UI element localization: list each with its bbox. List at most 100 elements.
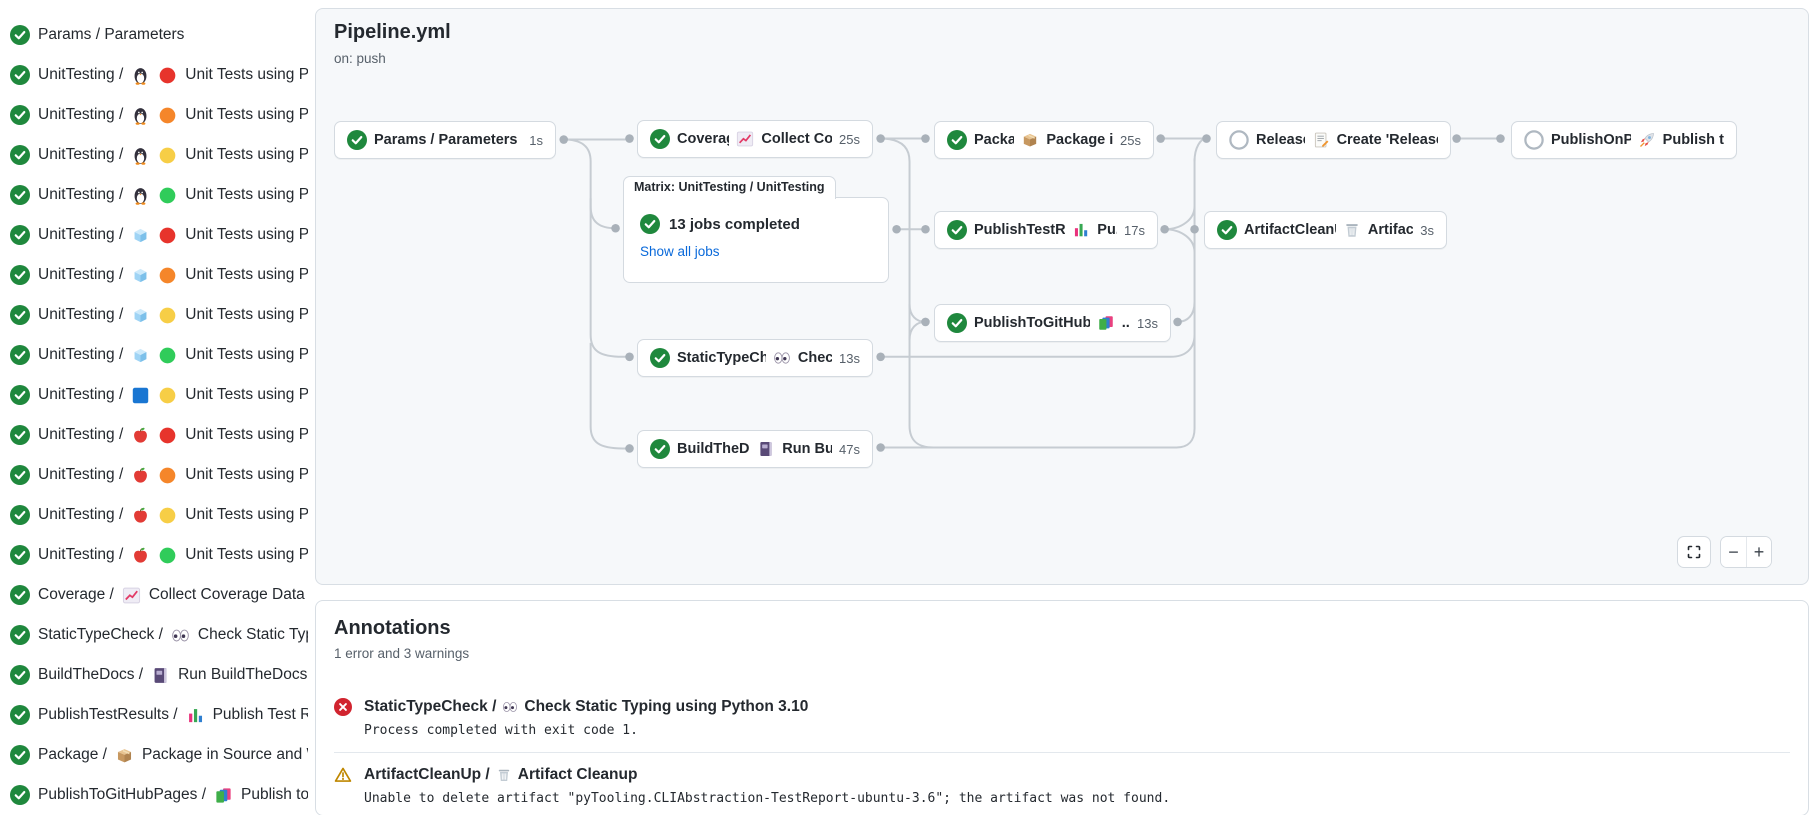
node-step-text: Run Buil...	[782, 441, 832, 457]
status-success-icon	[10, 705, 30, 725]
status-success-icon	[947, 130, 967, 150]
blue-square-icon	[131, 386, 150, 405]
graph-node-coverage[interactable]: Coverage /Collect Cove...25s	[637, 120, 873, 158]
memo-icon	[1312, 131, 1330, 149]
status-success-icon	[10, 225, 30, 245]
job-list-item[interactable]: UnitTesting /Unit Tests using Pyth...	[0, 295, 308, 335]
step-label: Unit Tests using Pyth...	[185, 106, 308, 123]
step-label: Unit Tests using Pyth...	[185, 226, 308, 243]
apple-icon	[131, 466, 150, 485]
job-list-item[interactable]: UnitTesting / Unit Tests using Pyth...	[0, 55, 308, 95]
status-error-icon	[334, 698, 352, 716]
step-label: Run BuildTheDocs	[178, 666, 308, 683]
job-list-item[interactable]: UnitTesting /Unit Tests using Pyth...	[0, 375, 308, 415]
show-all-jobs-link[interactable]: Show all jobs	[640, 244, 720, 259]
job-list-item[interactable]: PublishToGitHubPages /Publish to G...	[0, 775, 308, 815]
node-duration: 13s	[839, 350, 860, 366]
graph-node-statictypecheck[interactable]: StaticTypeCheck /Chec...13s	[637, 339, 873, 377]
step-label: Unit Tests using Pyth...	[185, 346, 308, 363]
job-label: UnitTesting /	[38, 146, 124, 163]
books-icon	[1097, 314, 1115, 332]
node-duration: 47s	[839, 441, 860, 457]
graph-node-release[interactable]: Release /Create 'Release P...	[1216, 121, 1451, 159]
books-icon	[214, 786, 233, 805]
matrix-group-node[interactable]: 13 jobs completed Show all jobs	[623, 197, 889, 283]
job-label: Params / Parameters	[38, 26, 185, 43]
job-list-item[interactable]: UnitTesting /Unit Tests using Pyth...	[0, 95, 308, 135]
status-skipped-icon	[1229, 130, 1249, 150]
job-list-item[interactable]: UnitTesting /Unit Tests using Pyth...	[0, 335, 308, 375]
step-label: Unit Tests using Pyth...	[185, 186, 308, 203]
status-success-icon	[1217, 220, 1237, 240]
job-list-item[interactable]: UnitTesting /Unit Tests using Pyth...	[0, 495, 308, 535]
job-list-item[interactable]: UnitTesting /Unit Tests using Pyth...	[0, 215, 308, 255]
job-list-item[interactable]: UnitTesting /Unit Tests using Pyth...	[0, 535, 308, 575]
job-list-item[interactable]: UnitTesting /Unit Tests using Pyth...	[0, 415, 308, 455]
graph-edges	[559, 134, 1505, 453]
node-step-text: Publish to ...	[1662, 132, 1724, 148]
step-label: Unit Tests using Pyth...	[185, 426, 308, 443]
job-list-item[interactable]: BuildTheDocs /Run BuildTheDocs	[0, 655, 308, 695]
job-label: UnitTesting /	[38, 186, 124, 203]
graph-node-publishtestresults[interactable]: PublishTestResults /Pu...17s	[934, 211, 1158, 249]
ice-icon	[131, 346, 150, 365]
status-success-icon	[10, 425, 30, 445]
status-warning-icon	[334, 766, 352, 784]
step-label: Unit Tests using Pyth...	[185, 66, 308, 83]
graph-node-buildthedocs[interactable]: BuildTheDocs /Run Buil...47s	[637, 430, 873, 468]
job-list-item[interactable]: UnitTesting / Unit Tests using Pyth...	[0, 175, 308, 215]
penguin-icon	[131, 146, 150, 165]
zoom-out-button[interactable]: −	[1721, 537, 1746, 567]
bar-chart-icon	[1072, 221, 1090, 239]
job-list-item[interactable]: StaticTypeCheck /Check Static Typing...	[0, 615, 308, 655]
job-list-item[interactable]: Params / Parameters	[0, 15, 308, 55]
circle-yellow-icon	[158, 386, 177, 405]
graph-node-package[interactable]: Package /Package in So...25s	[934, 121, 1154, 159]
status-success-icon	[947, 220, 967, 240]
status-success-icon	[10, 105, 30, 125]
node-label: ArtifactCleanUp /	[1244, 222, 1336, 238]
node-label: StaticTypeCheck /	[677, 350, 766, 366]
job-list-item[interactable]: UnitTesting /Unit Tests using Pyth...	[0, 255, 308, 295]
job-list-item[interactable]: PublishTestResults /Publish Test Resu...	[0, 695, 308, 735]
status-skipped-icon	[1524, 130, 1544, 150]
circle-yellow-icon	[158, 506, 177, 525]
node-step-text: Collect Cove...	[761, 131, 832, 147]
annotations-list: StaticTypeCheck /Check Static Typing usi…	[334, 685, 1790, 815]
penguin-icon	[131, 186, 150, 205]
job-list-item[interactable]: Package /Package in Source and Wh...	[0, 735, 308, 775]
status-success-icon	[10, 545, 30, 565]
graph-node-publishtogithubpages[interactable]: PublishToGitHubPages /...13s	[934, 304, 1171, 342]
wastebasket-icon	[496, 767, 512, 783]
graph-node-publishonpypi[interactable]: PublishOnPyPI /Publish to ...	[1511, 121, 1737, 159]
status-success-icon	[650, 348, 670, 368]
graph-controls: − +	[1677, 536, 1772, 568]
annotation-title[interactable]: ArtifactCleanUp /Artifact Cleanup	[364, 766, 638, 783]
ice-icon	[131, 266, 150, 285]
job-list-item[interactable]: Coverage /Collect Coverage Data usi...	[0, 575, 308, 615]
job-label: UnitTesting /	[38, 546, 124, 563]
annotation-title[interactable]: StaticTypeCheck /Check Static Typing usi…	[364, 698, 809, 715]
status-success-icon	[947, 313, 967, 333]
job-list-item[interactable]: UnitTesting /Unit Tests using Pyth...	[0, 455, 308, 495]
step-label: Collect Coverage Data usi...	[148, 586, 308, 603]
job-list-item[interactable]: UnitTesting /Unit Tests using Pyth...	[0, 135, 308, 175]
fullscreen-button[interactable]	[1677, 536, 1711, 568]
circle-green-icon	[158, 346, 177, 365]
node-step-text: Artifac...	[1367, 222, 1414, 238]
bar-chart-icon	[186, 706, 205, 725]
step-label: Unit Tests using Pyth...	[185, 466, 308, 483]
status-success-icon	[10, 265, 30, 285]
status-success-icon	[10, 465, 30, 485]
node-step-text: Pu...	[1097, 222, 1117, 238]
status-success-icon	[10, 145, 30, 165]
zoom-in-button[interactable]: +	[1746, 537, 1771, 567]
penguin-icon	[131, 66, 150, 85]
graph-node-artifactcleanup[interactable]: ArtifactCleanUp /Artifac...3s	[1204, 211, 1447, 249]
job-label: Package /	[38, 746, 107, 763]
status-success-icon	[10, 745, 30, 765]
job-label: UnitTesting /	[38, 66, 124, 83]
